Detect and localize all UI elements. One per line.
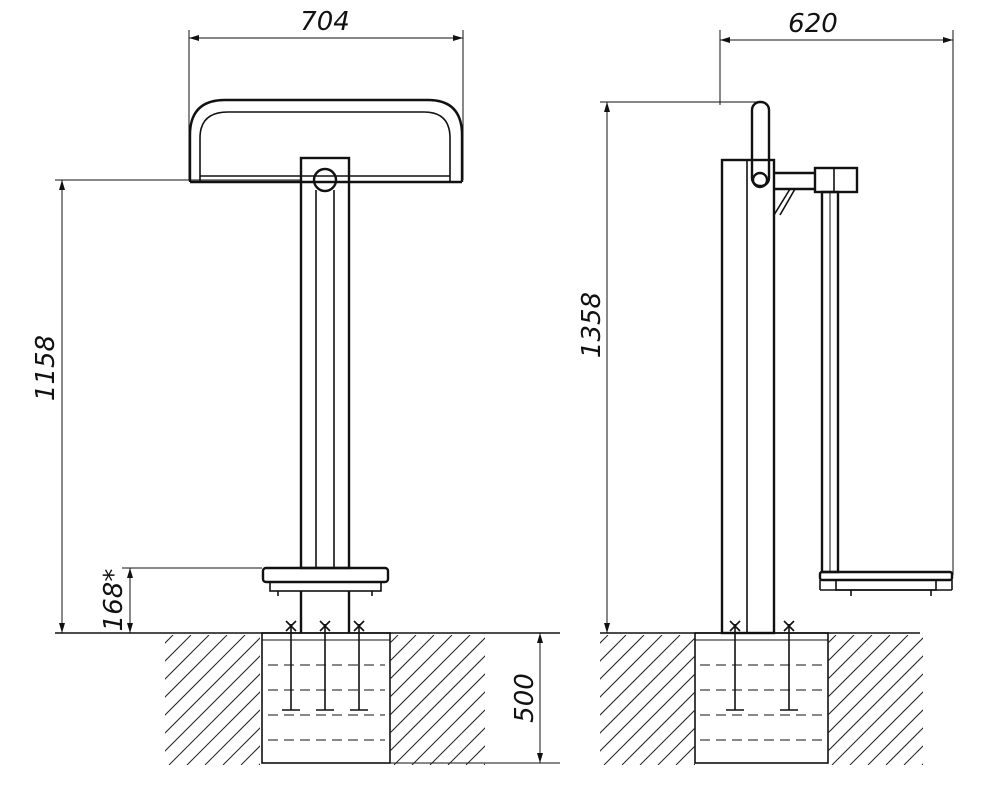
hatch-line (165, 635, 192, 662)
hatch-line (600, 635, 627, 662)
side-depth-label: 620 (788, 9, 838, 39)
front-foundation-label: 500 (510, 673, 540, 723)
hatch-line (165, 637, 260, 734)
front-column (299, 156, 351, 570)
hatch-line (828, 635, 909, 716)
hatch-line (186, 691, 260, 765)
front-height-dimension: 1158 (31, 179, 300, 633)
hatch-line (600, 655, 695, 752)
side-ground-hatch (600, 635, 1000, 765)
hatch-line (940, 635, 1000, 765)
hatch-line (168, 673, 260, 765)
hatch-line (25, 635, 155, 765)
hatch-line (828, 635, 855, 662)
hatch-line (828, 635, 837, 644)
hatch-line (885, 727, 923, 765)
hatch-line (222, 727, 260, 765)
side-view: 620 1358 (577, 9, 1000, 765)
side-depth-dimension: 620 (719, 9, 954, 575)
hatch-line (903, 745, 923, 765)
front-width-dimension: 704 (188, 7, 464, 180)
hatch-line (600, 635, 645, 680)
hatch-line (165, 635, 210, 680)
hatch-line (411, 691, 485, 765)
front-view: 704 1158 (25, 7, 560, 765)
side-height-label: 1358 (577, 292, 607, 358)
hatch-line (600, 635, 681, 716)
hatch-line (204, 709, 260, 765)
hatch-line (165, 655, 260, 752)
hatch-line (390, 635, 453, 698)
hatch-line (828, 635, 891, 698)
hatch-line (390, 655, 485, 752)
side-handle (750, 100, 771, 189)
hatch-line (390, 635, 399, 644)
hatch-line (603, 673, 695, 765)
hatch-line (390, 635, 435, 680)
hatch-line (600, 637, 695, 734)
front-step (261, 566, 390, 596)
side-step (818, 570, 954, 596)
hatch-line (250, 635, 380, 765)
hatch-line (600, 635, 663, 698)
hatch-line (693, 763, 695, 765)
hatch-line (165, 635, 228, 698)
hatch-line (639, 709, 695, 765)
hatch-line (429, 709, 485, 765)
hatch-line (483, 763, 485, 765)
hatch-line (600, 635, 609, 644)
front-foundation (261, 620, 391, 764)
front-width-label: 704 (300, 7, 350, 37)
front-handle (188, 98, 464, 184)
hatch-line (849, 691, 923, 765)
hatch-line (165, 635, 246, 716)
side-foundation (694, 620, 829, 764)
front-ground-hatch (25, 635, 485, 765)
front-foundation-dimension: 500 (390, 633, 560, 764)
hatch-line (390, 637, 485, 734)
hatch-line (921, 763, 923, 765)
hatch-line (258, 763, 260, 765)
hatch-line (447, 727, 485, 765)
hatch-line (393, 673, 485, 765)
hatch-line (831, 673, 923, 765)
hatch-line (390, 635, 471, 716)
hatch-line (165, 635, 174, 644)
hatch-line (712, 635, 842, 765)
side-pendulum (820, 190, 840, 574)
side-arm (773, 166, 859, 216)
front-height-label: 1158 (31, 335, 61, 401)
hatch-line (390, 635, 417, 662)
hatch-line (867, 709, 923, 765)
hatch-line (240, 745, 260, 765)
hatch-line (828, 655, 923, 752)
side-column (720, 158, 776, 635)
front-step-label: 168* (99, 569, 129, 632)
hatch-line (277, 635, 407, 765)
hatch-line (688, 635, 818, 765)
side-height-dimension: 1358 (577, 101, 760, 633)
hatch-line (828, 637, 923, 734)
hatch-line (621, 691, 695, 765)
hatch-line (657, 727, 695, 765)
hatch-line (828, 635, 873, 680)
front-step-dimension: 168* (99, 567, 262, 633)
